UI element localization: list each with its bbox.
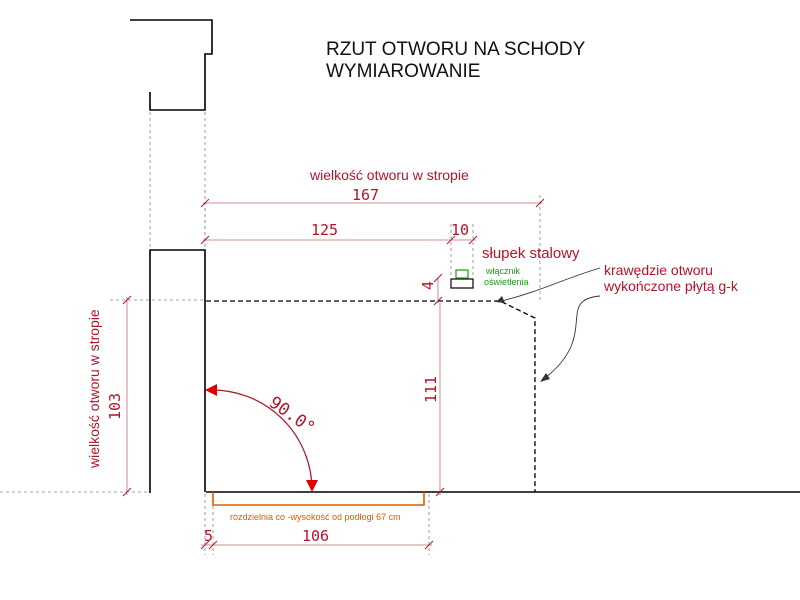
- steel-post: [450, 278, 474, 289]
- distribution-box: [212, 492, 425, 506]
- title-line-1: RZUT OTWORU NA SCHODY: [326, 39, 586, 60]
- switch-label-line-2: oświetlenia: [484, 277, 529, 287]
- callout-leader-steel-post: [497, 267, 601, 303]
- dim-depth-right: 111: [422, 376, 440, 403]
- title-line-2: WYMIAROWANIE: [326, 61, 480, 82]
- opening-size-label-top: wielkość otworu w stropie: [309, 167, 469, 183]
- dim-depth-left: 103: [106, 393, 124, 420]
- edges-label-line-1: krawędzie otworu: [604, 262, 713, 278]
- switch-label-line-1: włącznik: [485, 266, 521, 276]
- dim-post-offset: 4: [419, 281, 437, 290]
- wall-outline-lower: [149, 249, 206, 493]
- wall-outline-top: [130, 19, 213, 111]
- distribution-box-label: rozdzielnia co -wysokość od podłogi 67 c…: [230, 512, 401, 522]
- angle-arrow-end: [306, 480, 318, 492]
- callout-leader-edges: [544, 295, 601, 379]
- angle-arrow-start: [205, 384, 217, 396]
- dim-box-offset: 5: [204, 527, 213, 545]
- steel-post-label: słupek stalowy: [482, 245, 580, 262]
- light-switch-symbol: [455, 269, 469, 279]
- edges-label-line-2: wykończone płytą g-k: [603, 278, 739, 294]
- dim-width-inner: 125: [311, 221, 338, 239]
- dim-width-total: 167: [352, 186, 379, 204]
- angle-value: 90.0°: [265, 393, 318, 439]
- angle-arc: [209, 389, 313, 491]
- opening-size-label-left: wielkość otworu w stropie: [86, 309, 102, 469]
- opening-edge: [206, 300, 536, 492]
- dim-post-width: 10: [451, 221, 469, 239]
- dim-box-width: 106: [302, 527, 329, 545]
